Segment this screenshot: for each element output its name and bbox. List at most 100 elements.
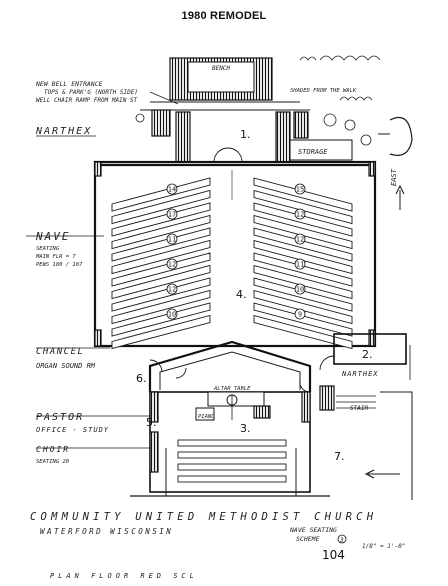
- pew-left-6: [111, 239, 211, 275]
- pew-right-5: [253, 227, 353, 262]
- pew-right-5-marker: [294, 233, 306, 245]
- note-line-2: TOPS & PARK'G (NORTH SIDE): [44, 89, 138, 96]
- choir-seating: SEATING 20: [36, 459, 70, 465]
- page-title: 1980 REMODEL: [181, 10, 267, 22]
- choir-row-4: [177, 475, 287, 483]
- nave-pews-count: PEWS 180 / 107: [36, 262, 83, 268]
- pew-left-11-marker: [166, 308, 178, 320]
- entrance-tower: BENCH 1.: [140, 57, 310, 163]
- room-number-5: 5.: [146, 416, 157, 429]
- east-label: EAST: [390, 168, 398, 186]
- choir-row-3: [177, 463, 287, 471]
- room-number-6: 6.: [136, 372, 147, 385]
- pew-left-1-marker: [166, 183, 178, 195]
- stair-label: STAIR: [350, 405, 368, 412]
- pew-right-2: [253, 189, 353, 225]
- scheme-number: 3: [339, 537, 344, 544]
- pew-right-11-marker: [294, 308, 306, 320]
- pew-right-11: [253, 302, 353, 337]
- bench-label: BENCH: [212, 65, 230, 72]
- pew-right-9-label: 10: [296, 286, 304, 294]
- pastor-label: PASTOR: [36, 412, 84, 423]
- choir-row-2: [177, 451, 287, 459]
- pew-left-3: [111, 202, 211, 237]
- storage-label: STORAGE: [298, 148, 328, 156]
- pew-right-9: [253, 277, 353, 312]
- church-location: WATERFORD WISCONSIN: [40, 527, 173, 536]
- east-arrow: EAST: [378, 116, 413, 210]
- pew-left-2: [111, 189, 211, 225]
- pew-left-11: [111, 302, 211, 337]
- pew-right-1-marker: [294, 183, 306, 195]
- note-line-3: WELL CHAIR RAMP FROM MAIN ST: [36, 97, 138, 104]
- room-number-4: 4.: [236, 288, 247, 301]
- pew-left-5-marker: [166, 233, 178, 245]
- shrubs: [135, 55, 381, 146]
- pew-right-10: [253, 289, 353, 325]
- narthex-south: 2. NARTHEX STAIR 7.: [319, 333, 413, 500]
- pew-right-4: [253, 214, 353, 250]
- altar-label: ALTAR TABLE: [213, 386, 251, 392]
- room-number-3: 3.: [240, 422, 251, 435]
- pew-left-7: [111, 252, 211, 287]
- choir-rows: [177, 439, 287, 483]
- room-number-2: 2.: [362, 348, 373, 361]
- footer-scrawl: PLAN FLOOR RED SCL: [50, 572, 198, 580]
- church-name: COMMUNITY UNITED METHODIST CHURCH: [30, 511, 377, 523]
- pew-right-3-label: 12: [296, 211, 304, 219]
- pew-right-8: [253, 264, 353, 300]
- note-right: SHADED FROM THE WALK: [290, 88, 357, 94]
- room-number-7: 7.: [334, 450, 345, 463]
- pew-right-7: [253, 252, 353, 287]
- pew-right-3: [253, 202, 353, 237]
- pew-right-12: [253, 314, 353, 350]
- choir-label: CHOIR: [36, 445, 70, 454]
- scheme-label: SCHEME: [296, 535, 320, 543]
- nave-notes: NAVE SEATING MAIN FLR = 7 PEWS 180 / 107: [26, 230, 104, 268]
- pew-right-9-marker: [294, 283, 306, 295]
- piano-label: PIANO: [198, 414, 215, 420]
- chancel-label: CHANCEL: [36, 347, 84, 357]
- pew-right-1-label: 15: [296, 186, 304, 194]
- pew-left-12: [111, 314, 211, 350]
- pew-right-1: [253, 177, 353, 212]
- pew-left-9-marker: [166, 283, 178, 295]
- pew-left-5: [111, 227, 211, 262]
- pew-right-6: [253, 239, 353, 275]
- pew-left-1: [111, 177, 211, 212]
- pew-right-3-marker: [294, 208, 306, 220]
- narthex-label: NARTHEX: [35, 126, 92, 137]
- pew-left-3-label: 17: [168, 211, 176, 219]
- scale-note: 1/8" = 1'-0": [362, 543, 405, 550]
- office-label: OFFICE - STUDY: [36, 426, 109, 434]
- pew-left-3-marker: [166, 208, 178, 220]
- pew-right-7-marker: [294, 258, 306, 270]
- note-line-1: NEW BELL ENTRANCE: [35, 80, 103, 88]
- page-number: 104: [322, 548, 345, 562]
- pew-right-11-label: 9: [298, 311, 302, 319]
- organ-label: ORGAN SOUND RM: [36, 362, 96, 370]
- pew-left-7-marker: [166, 258, 178, 270]
- chancel-doors: [149, 355, 335, 393]
- nave-seating-label: SEATING: [36, 246, 60, 252]
- narthex-south-label: NARTHEX: [341, 370, 379, 378]
- entrance-notes: NEW BELL ENTRANCE TOPS & PARK'G (NORTH S…: [35, 80, 357, 105]
- nave-seating-scheme: NAVE SEATING: [289, 526, 337, 534]
- footer: COMMUNITY UNITED METHODIST CHURCH WATERF…: [30, 511, 405, 580]
- room-number-1: 1.: [240, 128, 251, 141]
- pew-left-8: [111, 264, 211, 300]
- pew-left-1-label: 14: [168, 186, 176, 194]
- nave-walls: [93, 160, 377, 348]
- pew-left-7-label: 12: [168, 261, 176, 269]
- pew-right-7-label: 11: [296, 261, 304, 269]
- choir-row-1: [177, 439, 287, 447]
- pew-left-9: [111, 277, 211, 312]
- pew-left-5-label: 11: [168, 236, 176, 244]
- pew-left-11-label: 10: [168, 311, 176, 319]
- pastor-office: PASTOR OFFICE - STUDY 5. CHOIR SEATING 2…: [36, 412, 330, 497]
- pew-left-10: [111, 289, 211, 325]
